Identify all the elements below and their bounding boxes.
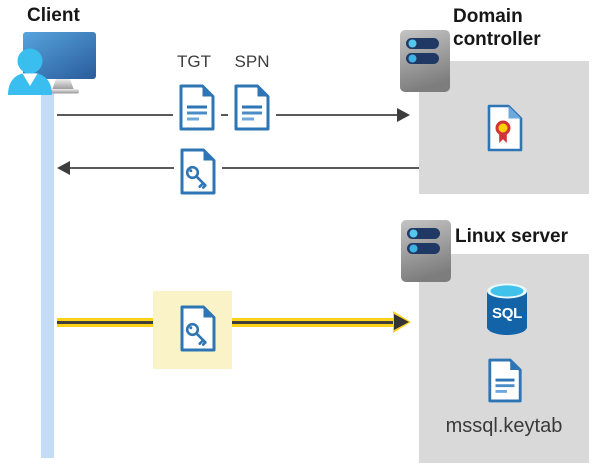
spn-label: SPN — [234, 52, 270, 71]
user-at-computer-icon — [8, 32, 96, 95]
kerberos-arrowhead-icon — [394, 314, 409, 330]
domain-controller-label: Domain controller — [453, 6, 541, 50]
tgt-document-icon — [177, 84, 217, 131]
key-document-icon — [178, 148, 218, 195]
client-label: Client — [27, 5, 80, 26]
sql-database-icon: SQL — [487, 283, 527, 335]
sql-icon-text: SQL — [492, 305, 522, 322]
certificate-icon — [487, 104, 523, 152]
domain-controller-server-icon — [400, 30, 450, 92]
highlighted-key-document-icon — [180, 305, 216, 352]
request-arrow-line — [57, 114, 398, 116]
ticket-return-arrow-line — [69, 167, 419, 169]
ticket-return-arrowhead-icon — [57, 161, 70, 175]
tgt-label: TGT — [177, 52, 211, 71]
keytab-label: mssql.keytab — [445, 415, 563, 437]
spn-document-icon — [232, 84, 272, 131]
request-arrowhead-icon — [397, 108, 410, 122]
client-lifeline — [41, 92, 54, 458]
linux-server-label: Linux server — [455, 226, 568, 247]
linux-server-icon — [401, 220, 451, 282]
keytab-document-icon — [488, 358, 522, 403]
